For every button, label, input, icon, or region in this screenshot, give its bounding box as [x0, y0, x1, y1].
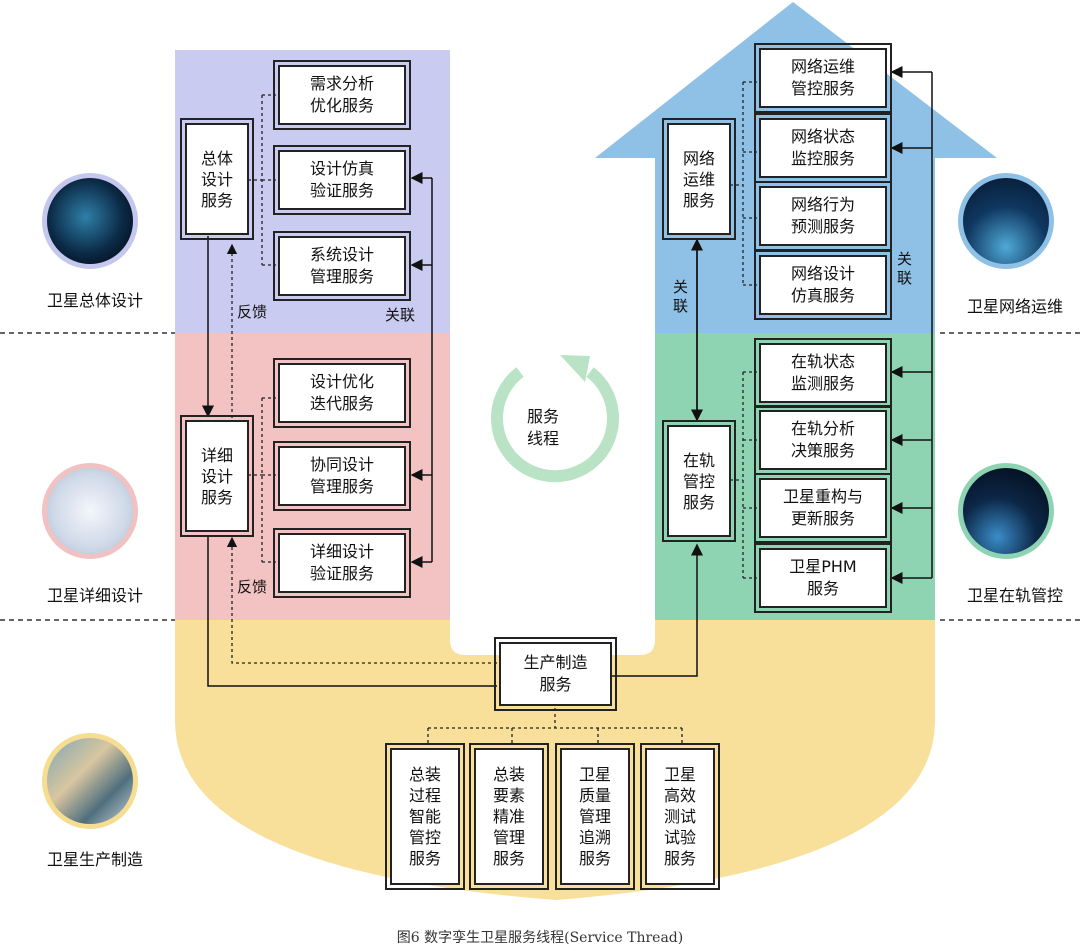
design-simulation-box: 设计仿真 验证服务: [273, 145, 411, 215]
relate-label-middle: 关 联: [673, 278, 689, 315]
efficient-test-box: 卫星 高效 测试 试验 服务: [640, 743, 720, 890]
factory-floor-image: [42, 733, 138, 829]
production-service-box: 生产制造 服务: [494, 637, 617, 711]
overall-design-label: 卫星总体设计: [46, 291, 143, 310]
requirement-analysis-box: 需求分析 优化服务: [273, 60, 411, 130]
orbit-status-monitor-box: 在轨状态 监测服务: [754, 338, 892, 408]
cycle-arrowhead: [560, 355, 590, 382]
system-design-box: 系统设计 管理服务: [273, 231, 411, 301]
collaborative-design-box: 协同设计 管理服务: [273, 441, 411, 511]
detailed-design-label: 卫星详细设计: [46, 586, 143, 605]
feedback-label-lower: 反馈: [237, 578, 268, 596]
assembly-elements-box: 总装 要素 精准 管理 服务: [469, 743, 549, 890]
orbit-analysis-box: 在轨分析 决策服务: [754, 405, 892, 475]
network-ops-control-box: 网络运维 管控服务: [754, 43, 892, 113]
production-label: 卫星生产制造: [46, 850, 143, 869]
satellite-phm-box: 卫星PHM 服务: [754, 543, 892, 613]
network-earth-image: [958, 173, 1054, 269]
service-thread-center-label: 服务 线程: [527, 407, 560, 448]
satellite-reconfig-box: 卫星重构与 更新服务: [754, 473, 892, 543]
network-ops-service-box: 网络 运维 服务: [662, 118, 736, 240]
globe-network-image: [42, 173, 138, 269]
production-band: [175, 620, 935, 900]
detailed-verification-box: 详细设计 验证服务: [273, 528, 411, 598]
figure-caption: 图6 数字孪生卫星服务线程(Service Thread): [396, 930, 684, 946]
relate-label-left: 关联: [385, 306, 416, 324]
feedback-label-upper: 反馈: [237, 303, 268, 321]
satellite-orbit-image: [958, 463, 1054, 559]
network-design-sim-box: 网络设计 仿真服务: [754, 250, 892, 320]
assembly-process-box: 总装 过程 智能 管控 服务: [385, 743, 465, 890]
on-orbit-label: 卫星在轨管控: [966, 586, 1063, 605]
design-iteration-box: 设计优化 迭代服务: [273, 358, 411, 428]
network-status-monitor-box: 网络状态 监控服务: [754, 113, 892, 183]
relate-label-right: 关 联: [897, 250, 913, 287]
network-behavior-predict-box: 网络行为 预测服务: [754, 181, 892, 251]
network-ops-label: 卫星网络运维: [966, 297, 1063, 316]
cycle-arrow: [491, 367, 619, 483]
on-orbit-service-box: 在轨 管控 服务: [662, 420, 736, 542]
overall-design-service-box: 总体 设计 服务: [180, 118, 254, 240]
quality-trace-box: 卫星 质量 管理 追溯 服务: [555, 743, 635, 890]
detailed-design-service-box: 详细 设计 服务: [180, 415, 254, 537]
satellite-parts-image: [42, 463, 138, 559]
